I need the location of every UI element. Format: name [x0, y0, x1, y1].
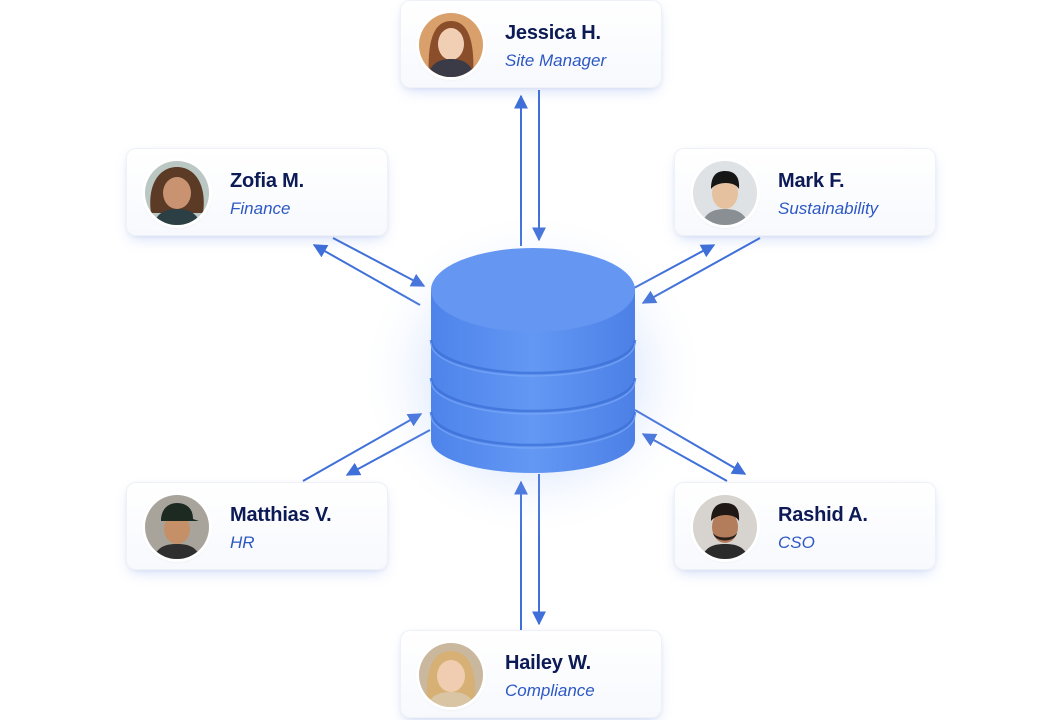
person-name: Zofia M. [230, 170, 304, 193]
person-role: HR [230, 533, 255, 553]
avatar [419, 13, 483, 77]
avatar [145, 161, 209, 225]
person-role: Sustainability [778, 199, 878, 219]
person-card-hailey[interactable]: Hailey W. Compliance [400, 630, 662, 718]
person-card-zofia[interactable]: Zofia M. Finance [126, 148, 388, 236]
person-name: Jessica H. [505, 22, 601, 45]
person-role: Compliance [505, 681, 595, 701]
avatar [693, 161, 757, 225]
avatar [693, 495, 757, 559]
person-name: Rashid A. [778, 504, 868, 527]
person-role: Finance [230, 199, 290, 219]
person-name: Hailey W. [505, 652, 591, 675]
person-card-matthias[interactable]: Matthias V. HR [126, 482, 388, 570]
avatar [145, 495, 209, 559]
avatar [419, 643, 483, 707]
person-name: Matthias V. [230, 504, 332, 527]
person-role: CSO [778, 533, 815, 553]
person-card-rashid[interactable]: Rashid A. CSO [674, 482, 936, 570]
person-card-jessica[interactable]: Jessica H. Site Manager [400, 0, 662, 88]
person-name: Mark F. [778, 170, 844, 193]
person-role: Site Manager [505, 51, 606, 71]
person-card-mark[interactable]: Mark F. Sustainability [674, 148, 936, 236]
database-icon [431, 248, 635, 473]
